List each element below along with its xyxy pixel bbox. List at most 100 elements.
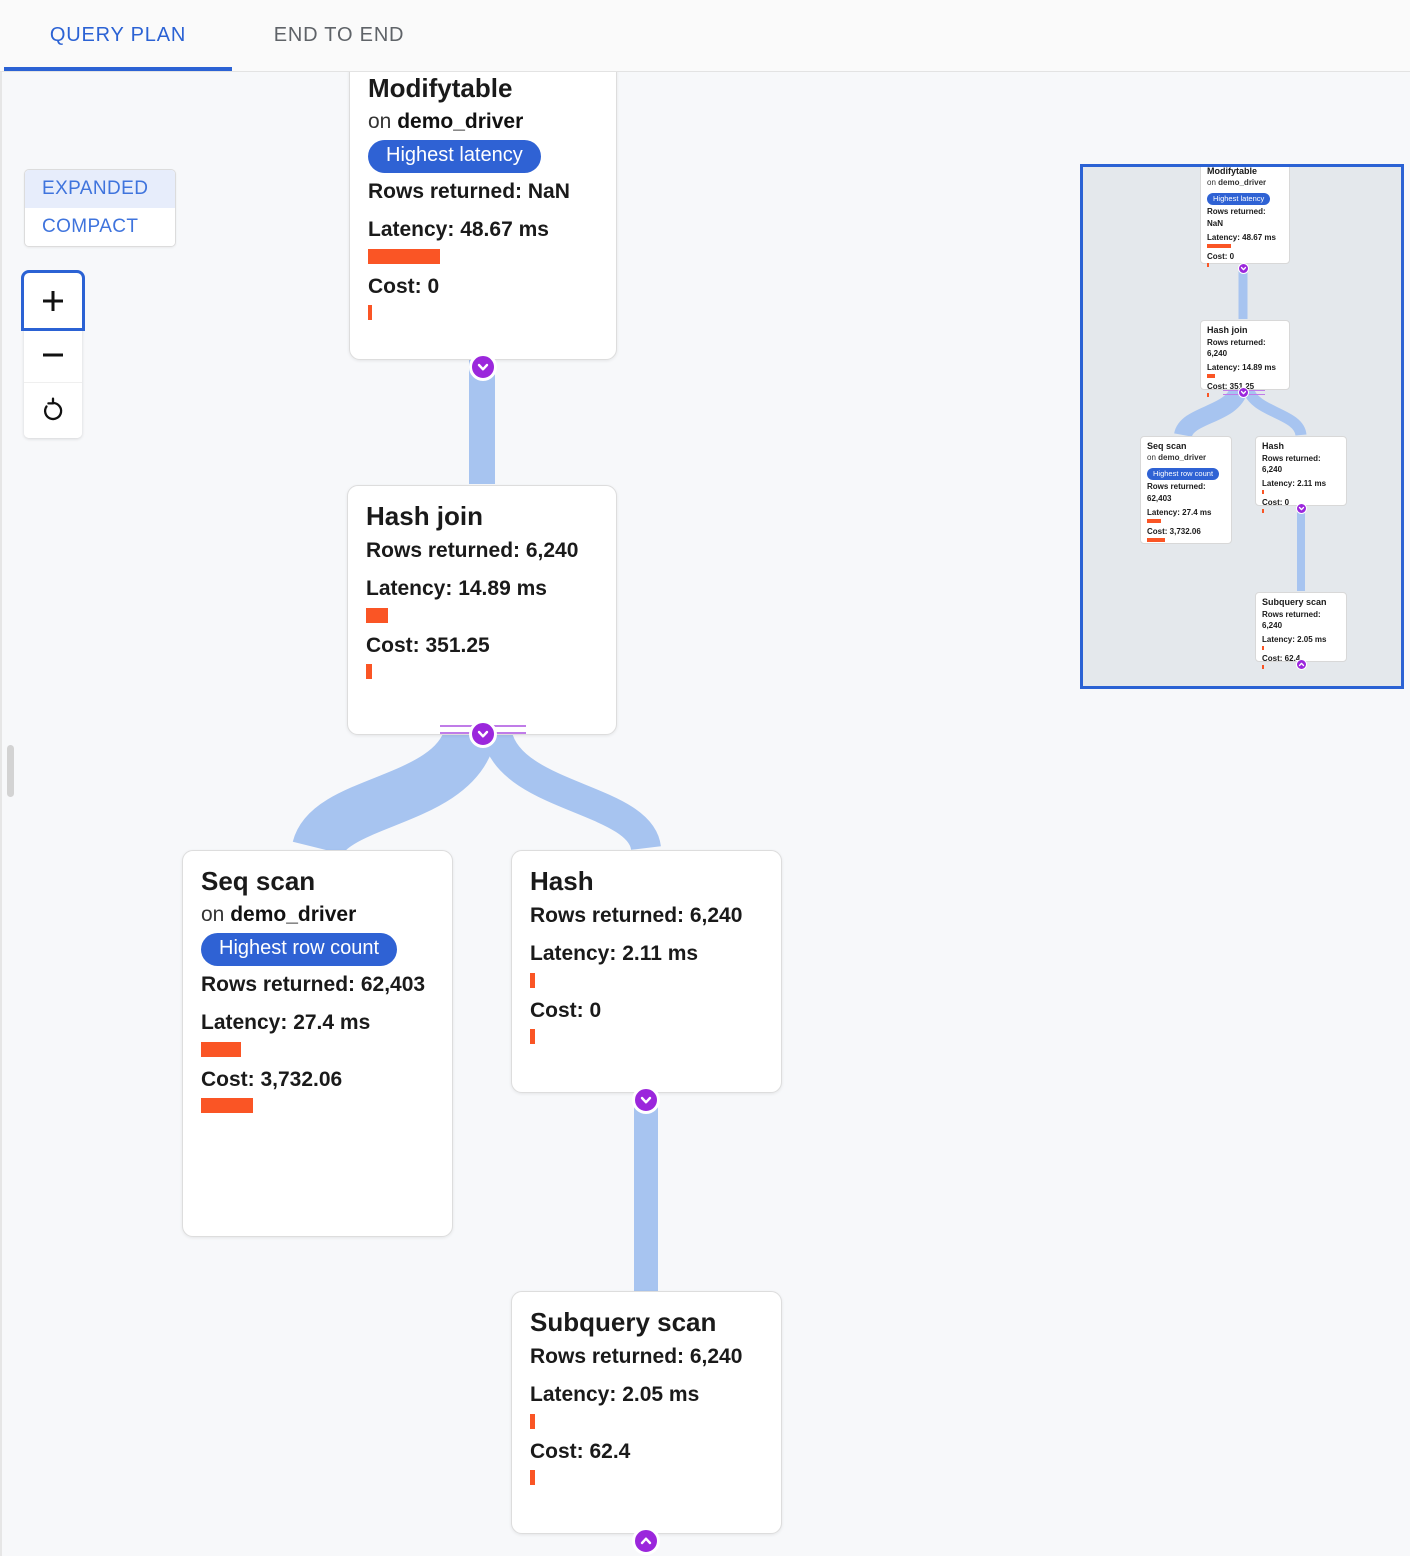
zoom-controls [21, 270, 85, 438]
minimap-node-modifytable[interactable]: Modifytable on demo_driver Highest laten… [1200, 166, 1290, 268]
latency-bar [530, 972, 535, 988]
cost-bar [530, 1029, 535, 1044]
node-title: Modifytable [1207, 166, 1258, 176]
node-cost: Cost: 351.25 [366, 633, 490, 657]
node-latency: Latency: 48.67 ms [1207, 232, 1276, 242]
minimap-collapse-chevron-hash[interactable] [1296, 503, 1307, 514]
view-mode-expanded[interactable]: EXPANDED [25, 170, 175, 208]
node-cost: Cost: 0 [1207, 252, 1235, 262]
minimap-collapse-chevron-hash-join[interactable] [1238, 387, 1249, 398]
node-relation: on demo_driver [1147, 453, 1225, 464]
node-relation-name: demo_driver [1218, 177, 1267, 187]
node-subquery-scan[interactable]: Subquery scan Rows returned: 6,240 Laten… [511, 1291, 782, 1534]
node-badge: Highest row count [1147, 468, 1220, 481]
node-latency: Latency: 14.89 ms [1207, 363, 1276, 373]
node-relation-name: demo_driver [1158, 452, 1207, 462]
node-cost: Cost: 0 [530, 998, 602, 1022]
node-badge: Highest row count [201, 932, 398, 966]
cost-bar [1207, 263, 1209, 268]
cost-bar [366, 664, 372, 679]
tab-bar: QUERY PLAN END TO END [0, 0, 1410, 72]
mm-edge-hashjoin-hash [1242, 386, 1307, 437]
latency-bar [201, 1041, 241, 1057]
node-rows: Rows returned: NaN [1207, 207, 1266, 228]
edge-hashjoin-hash [482, 729, 661, 853]
node-rows: Rows returned: 62,403 [1147, 482, 1206, 503]
cost-bar [1262, 665, 1264, 670]
node-rows: Rows returned: 6,240 [1207, 337, 1266, 358]
minimap-expand-chevron-subquery-scan[interactable] [1296, 659, 1307, 670]
node-title: Hash [1262, 441, 1285, 451]
node-relation: on demo_driver [368, 107, 598, 137]
node-title: Seq scan [201, 866, 316, 896]
cost-bar [1262, 509, 1264, 514]
node-rows: Rows returned: 6,240 [530, 903, 743, 927]
node-relation-prefix: on [1147, 452, 1156, 462]
graph-canvas[interactable]: Modifytable on demo_driver Highest laten… [0, 72, 1410, 1556]
minimap-node-hash[interactable]: Hash Rows returned: 6,240 Latency: 2.11 … [1255, 436, 1347, 514]
collapse-chevron-hash-join[interactable] [469, 720, 497, 748]
node-relation-prefix: on [368, 109, 392, 133]
view-mode-compact[interactable]: COMPACT [25, 208, 175, 246]
node-badge: Highest latency [368, 139, 541, 173]
node-badge: Highest latency [1207, 193, 1271, 206]
reset-zoom-button[interactable] [24, 383, 82, 438]
tab-query-plan[interactable]: QUERY PLAN [4, 0, 232, 71]
node-seq-scan[interactable]: Seq scan on demo_driver Highest row coun… [182, 850, 453, 1237]
node-cost: Cost: 0 [368, 274, 440, 298]
latency-bar [366, 607, 388, 623]
reset-rotate-icon [43, 396, 63, 420]
edge-hashjoin-seqscan [292, 725, 496, 858]
node-relation: on demo_driver [201, 900, 434, 930]
latency-bar [1207, 244, 1231, 249]
minimap-node-seq-scan[interactable]: Seq scan on demo_driver Highest row coun… [1140, 436, 1232, 544]
tab-end-to-end[interactable]: END TO END [232, 0, 446, 71]
latency-bar [368, 248, 440, 264]
node-latency: Latency: 2.11 ms [1262, 479, 1327, 489]
cost-bar [368, 305, 372, 321]
minimap[interactable]: Modifytable on demo_driver Highest laten… [1080, 164, 1404, 689]
collapse-chevron-modifytable[interactable] [469, 353, 497, 381]
latency-bar [1262, 490, 1264, 495]
node-cost: Cost: 3,732.06 [201, 1067, 343, 1091]
node-rows: Rows returned: 6,240 [1262, 609, 1321, 630]
node-cost: Cost: 62.4 [1262, 654, 1301, 664]
node-hash[interactable]: Hash Rows returned: 6,240 Latency: 2.11 … [511, 850, 782, 1093]
node-title: Modifytable [368, 73, 513, 103]
node-modifytable[interactable]: Modifytable on demo_driver Highest laten… [349, 72, 617, 360]
plus-icon [43, 290, 63, 311]
latency-bar [1262, 646, 1264, 651]
node-title: Hash [530, 866, 594, 896]
node-rows: Rows returned: 6,240 [1262, 453, 1321, 474]
node-title: Hash join [1207, 325, 1248, 335]
node-latency: Latency: 2.11 ms [530, 942, 699, 965]
collapse-chevron-hash[interactable] [632, 1086, 660, 1114]
expand-chevron-subquery-scan[interactable] [632, 1527, 660, 1555]
node-title: Hash join [366, 501, 484, 531]
minimap-collapse-chevron-modifytable[interactable] [1238, 263, 1249, 274]
active-tab-indicator [4, 67, 232, 71]
node-latency: Latency: 27.4 ms [201, 1011, 371, 1035]
node-title: Subquery scan [1262, 597, 1327, 607]
node-rows: Rows returned: NaN [368, 179, 570, 203]
node-relation-name: demo_driver [230, 902, 357, 926]
node-relation: on demo_driver [1207, 178, 1283, 189]
minimap-node-subquery-scan[interactable]: Subquery scan Rows returned: 6,240 Laten… [1255, 592, 1347, 670]
node-relation-prefix: on [201, 902, 225, 926]
cost-bar [530, 1470, 535, 1485]
node-relation-prefix: on [1207, 177, 1216, 187]
view-mode-toggle: EXPANDED COMPACT [24, 169, 176, 247]
zoom-out-button[interactable] [24, 328, 82, 383]
node-latency: Latency: 14.89 ms [366, 577, 547, 600]
mm-edge-hashjoin-seqscan [1174, 385, 1248, 439]
zoom-in-button[interactable] [21, 270, 85, 331]
vertical-scrollbar-thumb[interactable] [7, 745, 14, 797]
node-latency: Latency: 2.05 ms [1262, 635, 1327, 645]
minimap-join-divider-lines [1223, 389, 1265, 397]
minimap-node-hash-join[interactable]: Hash join Rows returned: 6,240 Latency: … [1200, 320, 1290, 398]
latency-bar [530, 1413, 535, 1429]
latency-bar [1147, 519, 1161, 524]
node-cost: Cost: 3,732.06 [1147, 527, 1201, 537]
node-hash-join[interactable]: Hash join Rows returned: 6,240 Latency: … [347, 485, 617, 735]
